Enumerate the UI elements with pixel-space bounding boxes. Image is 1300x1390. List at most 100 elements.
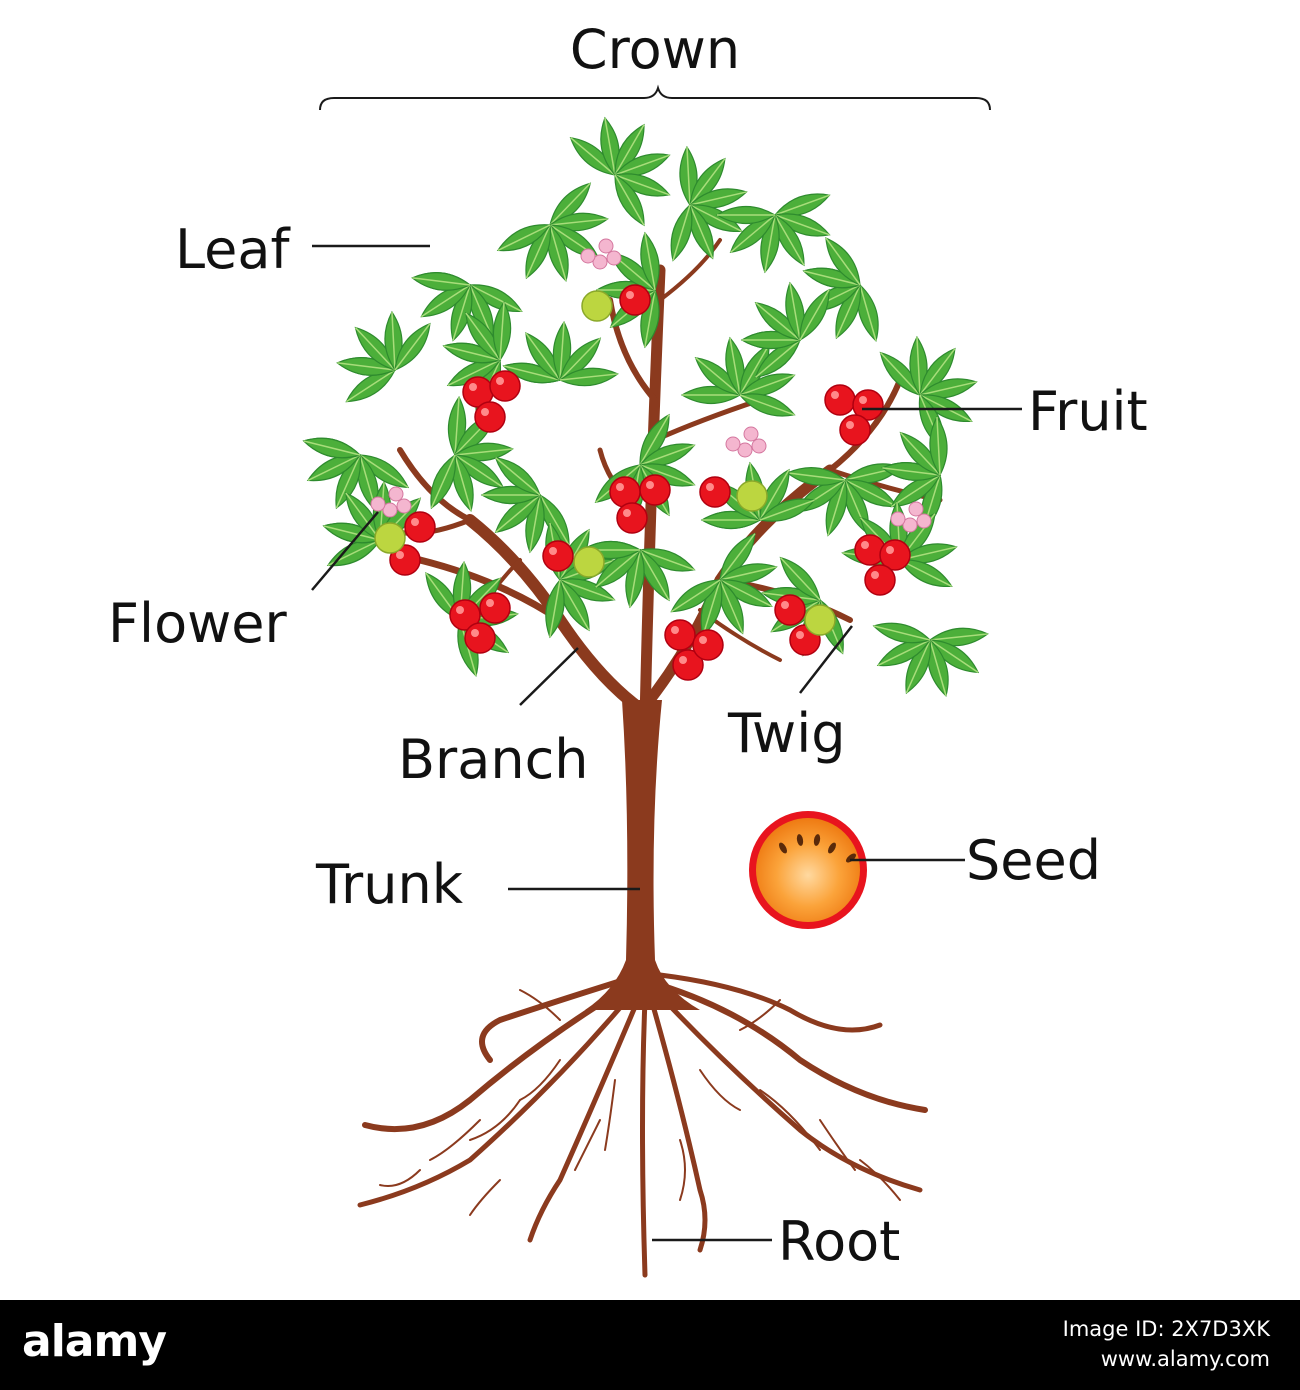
- unripe-fruit: [573, 546, 605, 578]
- root-strand: [469, 1099, 521, 1141]
- trunk-label: Trunk: [315, 853, 464, 916]
- root-strand: [357, 987, 638, 1208]
- flower-bud: [908, 501, 924, 517]
- fruit-berry: [664, 619, 696, 651]
- leaf-shape: [394, 322, 431, 371]
- twig-label: Twig: [727, 702, 846, 765]
- leader-lines: [311, 244, 1022, 1242]
- root-strand: [657, 982, 928, 1113]
- leaf-shape: [670, 203, 693, 262]
- seed-label: Seed: [966, 829, 1101, 892]
- leaf-shape: [928, 627, 989, 647]
- root-strand: [479, 972, 643, 1063]
- fruit-cluster: [370, 238, 932, 681]
- fruit-berry: [774, 594, 806, 626]
- flower-bud: [382, 502, 398, 518]
- stock-footer-bar: alamy Image ID: 2X7D3XK www.alamy.com: [0, 1300, 1300, 1390]
- site-url-text: www.alamy.com: [1100, 1347, 1270, 1371]
- fruit-berry: [542, 540, 574, 572]
- fruit-berry: [616, 502, 648, 534]
- fruit-berry: [479, 592, 511, 624]
- flower-leader-line: [311, 511, 379, 591]
- flower-bud: [737, 442, 753, 458]
- leaf-shape: [640, 231, 660, 292]
- leaf-shape: [302, 437, 362, 459]
- branch-stroke: [607, 297, 658, 403]
- fruit-label: Fruit: [1028, 380, 1148, 443]
- leaf-shape: [929, 415, 948, 477]
- leaf-shape: [558, 367, 619, 387]
- image-id-block: Image ID: 2X7D3XK www.alamy.com: [1063, 1314, 1270, 1374]
- root-strand: [657, 972, 883, 1033]
- fruit-berry: [864, 564, 896, 596]
- root-strand: [652, 987, 923, 1193]
- root-strand: [527, 992, 643, 1243]
- unripe-fruit: [374, 522, 406, 554]
- leaf-label: Leaf: [175, 218, 291, 281]
- leaf-shape: [825, 237, 861, 286]
- unripe-fruit: [581, 290, 613, 322]
- branch-stroke: [827, 377, 903, 473]
- root-strand: [469, 1179, 501, 1216]
- root-strand: [519, 989, 561, 1021]
- fruit-berry: [639, 474, 671, 506]
- flower-bud: [592, 254, 608, 270]
- fruit-berry: [489, 370, 521, 402]
- fruit-berry: [824, 384, 856, 416]
- trunk-shape: [585, 700, 700, 1010]
- root-label: Root: [778, 1210, 900, 1273]
- twig-leader-line: [799, 625, 853, 694]
- leaf-cluster: [302, 116, 989, 697]
- leaf-shape: [738, 393, 796, 417]
- leaf-shape: [494, 456, 541, 496]
- root-strand: [647, 992, 708, 1253]
- leaf-shape: [548, 212, 609, 232]
- leaf-shape: [799, 288, 830, 342]
- leaf-shape: [670, 579, 721, 613]
- flower-bud: [606, 250, 622, 266]
- branch-stroke: [658, 238, 722, 302]
- root-system: [357, 972, 928, 1278]
- leaf-shape: [758, 498, 816, 522]
- flower-bud: [743, 426, 759, 442]
- flower-label: Flower: [108, 592, 287, 655]
- unripe-fruit: [804, 604, 836, 636]
- leaf-shape: [872, 622, 932, 644]
- fruit-berry: [464, 622, 496, 654]
- leaf-shape: [614, 173, 645, 227]
- branch-leader-line: [519, 647, 579, 706]
- fruit-berry: [404, 511, 436, 543]
- crown-title: Crown: [570, 18, 740, 81]
- root-strand: [429, 1119, 481, 1161]
- leaf-shape: [411, 272, 472, 291]
- seed-cross-section: [749, 811, 867, 929]
- flower-bud: [598, 238, 614, 254]
- image-id-text: Image ID: 2X7D3XK: [1062, 1317, 1270, 1341]
- root-strand: [759, 1089, 821, 1151]
- flower-bud: [916, 513, 932, 529]
- brand-logo: alamy: [22, 1316, 167, 1367]
- branch-label: Branch: [398, 728, 588, 791]
- flower-bud: [580, 248, 596, 264]
- root-strand: [574, 1119, 601, 1171]
- root-strand: [819, 1119, 856, 1171]
- leaf-shape: [492, 300, 512, 362]
- unripe-fruit: [736, 480, 768, 512]
- leaf-shape: [430, 453, 457, 510]
- leaf-shape: [715, 206, 777, 224]
- fruit-berry: [619, 284, 651, 316]
- flower-bud: [388, 486, 404, 502]
- leaf-shape: [779, 556, 821, 601]
- root-strand: [519, 1059, 561, 1101]
- root-strand: [640, 997, 648, 1278]
- fruit-berry: [609, 476, 641, 508]
- root-strand: [604, 1079, 616, 1151]
- leaf-shape: [898, 559, 953, 587]
- flower-bud: [725, 436, 741, 452]
- flower-bud: [396, 498, 412, 514]
- flower-bud: [902, 517, 918, 533]
- root-strand: [739, 999, 781, 1031]
- fruit-berry: [692, 629, 724, 661]
- root-strand: [679, 1139, 686, 1201]
- leaf-shape: [545, 578, 565, 639]
